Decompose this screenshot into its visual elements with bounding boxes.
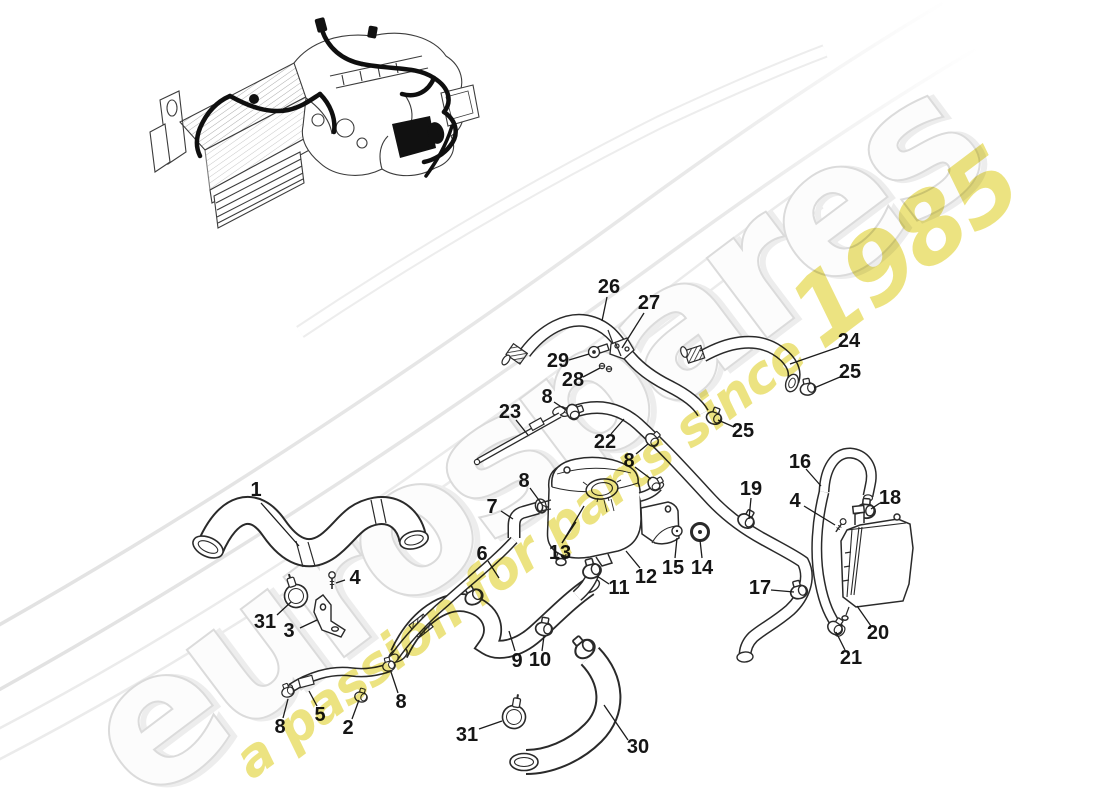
wiring-harness bbox=[194, 27, 458, 178]
hose-30 bbox=[499, 630, 622, 775]
callout-16: 16 bbox=[788, 451, 812, 473]
leader-line-5 bbox=[308, 690, 318, 707]
callout-8: 8 bbox=[395, 691, 407, 713]
callout-27: 27 bbox=[637, 292, 661, 314]
callout-7: 7 bbox=[486, 496, 498, 518]
callout-9: 9 bbox=[511, 650, 523, 672]
leader-line-27 bbox=[621, 312, 645, 349]
leader-line-21 bbox=[835, 631, 846, 651]
leader-line-9 bbox=[508, 630, 516, 652]
leader-line-24 bbox=[789, 346, 840, 365]
bleed-tube-23 bbox=[473, 412, 562, 466]
callout-26: 26 bbox=[597, 276, 621, 298]
bracket-3 bbox=[313, 594, 346, 638]
leader-line-8 bbox=[282, 698, 289, 719]
callout-22: 22 bbox=[593, 431, 617, 453]
callout-21: 21 bbox=[839, 647, 863, 669]
leader-line-23 bbox=[515, 419, 529, 436]
leader-line-14 bbox=[699, 539, 703, 559]
hose-5 bbox=[278, 655, 397, 705]
leader-line-26 bbox=[601, 296, 608, 322]
hose-11-stub bbox=[572, 555, 604, 601]
leader-line-11 bbox=[596, 575, 610, 585]
screws-28 bbox=[598, 362, 613, 373]
callout-24: 24 bbox=[837, 330, 861, 352]
leader-line-8 bbox=[553, 401, 567, 411]
expansion-tank-20 bbox=[840, 504, 914, 621]
leader-line-31 bbox=[276, 601, 292, 616]
callout-31: 31 bbox=[455, 724, 479, 746]
callout-8: 8 bbox=[623, 450, 635, 472]
leader-line-31 bbox=[478, 720, 503, 730]
leader-line-19 bbox=[748, 497, 752, 520]
callout-4: 4 bbox=[349, 567, 361, 589]
leader-line-8 bbox=[635, 443, 649, 455]
callout-30: 30 bbox=[626, 736, 650, 758]
callout-10: 10 bbox=[528, 649, 552, 671]
leader-line-7 bbox=[500, 510, 514, 520]
leader-line-30 bbox=[603, 704, 629, 741]
callout-25: 25 bbox=[838, 361, 862, 383]
leader-line-15 bbox=[674, 537, 678, 559]
callout-3: 3 bbox=[283, 620, 295, 642]
callout-15: 15 bbox=[661, 557, 685, 579]
leader-line-1 bbox=[260, 502, 300, 547]
callout-20: 20 bbox=[866, 622, 890, 644]
leader-line-28 bbox=[582, 367, 601, 378]
leader-line-8 bbox=[529, 487, 542, 504]
callout-17: 17 bbox=[748, 577, 772, 599]
engine-illustration bbox=[149, 17, 480, 229]
callout-5: 5 bbox=[314, 704, 326, 726]
callout-2: 2 bbox=[342, 717, 354, 739]
leader-line-25 bbox=[813, 376, 841, 389]
leader-line-3 bbox=[299, 619, 318, 629]
hose-1 bbox=[192, 496, 429, 568]
leader-line-8 bbox=[634, 466, 652, 480]
callout-12: 12 bbox=[634, 566, 658, 588]
callout-6: 6 bbox=[476, 543, 488, 565]
leader-line-12 bbox=[625, 550, 641, 569]
leader-line-6 bbox=[487, 560, 500, 579]
leader-line-4 bbox=[803, 505, 836, 526]
callout-23: 23 bbox=[498, 401, 522, 423]
leader-line-16 bbox=[805, 468, 822, 487]
swoosh-graphic bbox=[0, 0, 996, 761]
callout-29: 29 bbox=[546, 350, 570, 372]
callout-31: 31 bbox=[253, 611, 277, 633]
leader-line-2 bbox=[351, 699, 360, 720]
callout-13: 13 bbox=[548, 542, 572, 564]
leader-line-4 bbox=[335, 579, 346, 584]
bracket-27 bbox=[609, 337, 635, 360]
leader-line-20 bbox=[856, 605, 872, 627]
callout-8: 8 bbox=[541, 386, 553, 408]
callout-19: 19 bbox=[739, 478, 763, 500]
callout-8: 8 bbox=[274, 716, 286, 738]
hose-parts bbox=[192, 313, 914, 775]
leader-line-22 bbox=[610, 418, 625, 435]
leader-line-10 bbox=[541, 635, 545, 652]
p-clip-29 bbox=[587, 343, 610, 359]
callout-14: 14 bbox=[690, 557, 714, 579]
leader-line-13 bbox=[561, 521, 577, 544]
leader-line-29 bbox=[568, 353, 590, 361]
hose-24 bbox=[680, 335, 801, 393]
callout-25: 25 bbox=[731, 420, 755, 442]
callout-8: 8 bbox=[518, 470, 530, 492]
leader-line-25 bbox=[717, 419, 735, 428]
washer-15 bbox=[671, 525, 683, 537]
callout-11: 11 bbox=[608, 577, 630, 599]
leader-line-8 bbox=[390, 671, 399, 694]
callout-18: 18 bbox=[878, 487, 902, 509]
callout-28: 28 bbox=[561, 369, 585, 391]
callout-4: 4 bbox=[789, 490, 801, 512]
hose-6 bbox=[387, 496, 553, 665]
leader-line-17 bbox=[770, 589, 795, 593]
callout-1: 1 bbox=[250, 479, 262, 501]
harness-connectors bbox=[249, 17, 445, 158]
leader-line-18 bbox=[870, 502, 881, 510]
